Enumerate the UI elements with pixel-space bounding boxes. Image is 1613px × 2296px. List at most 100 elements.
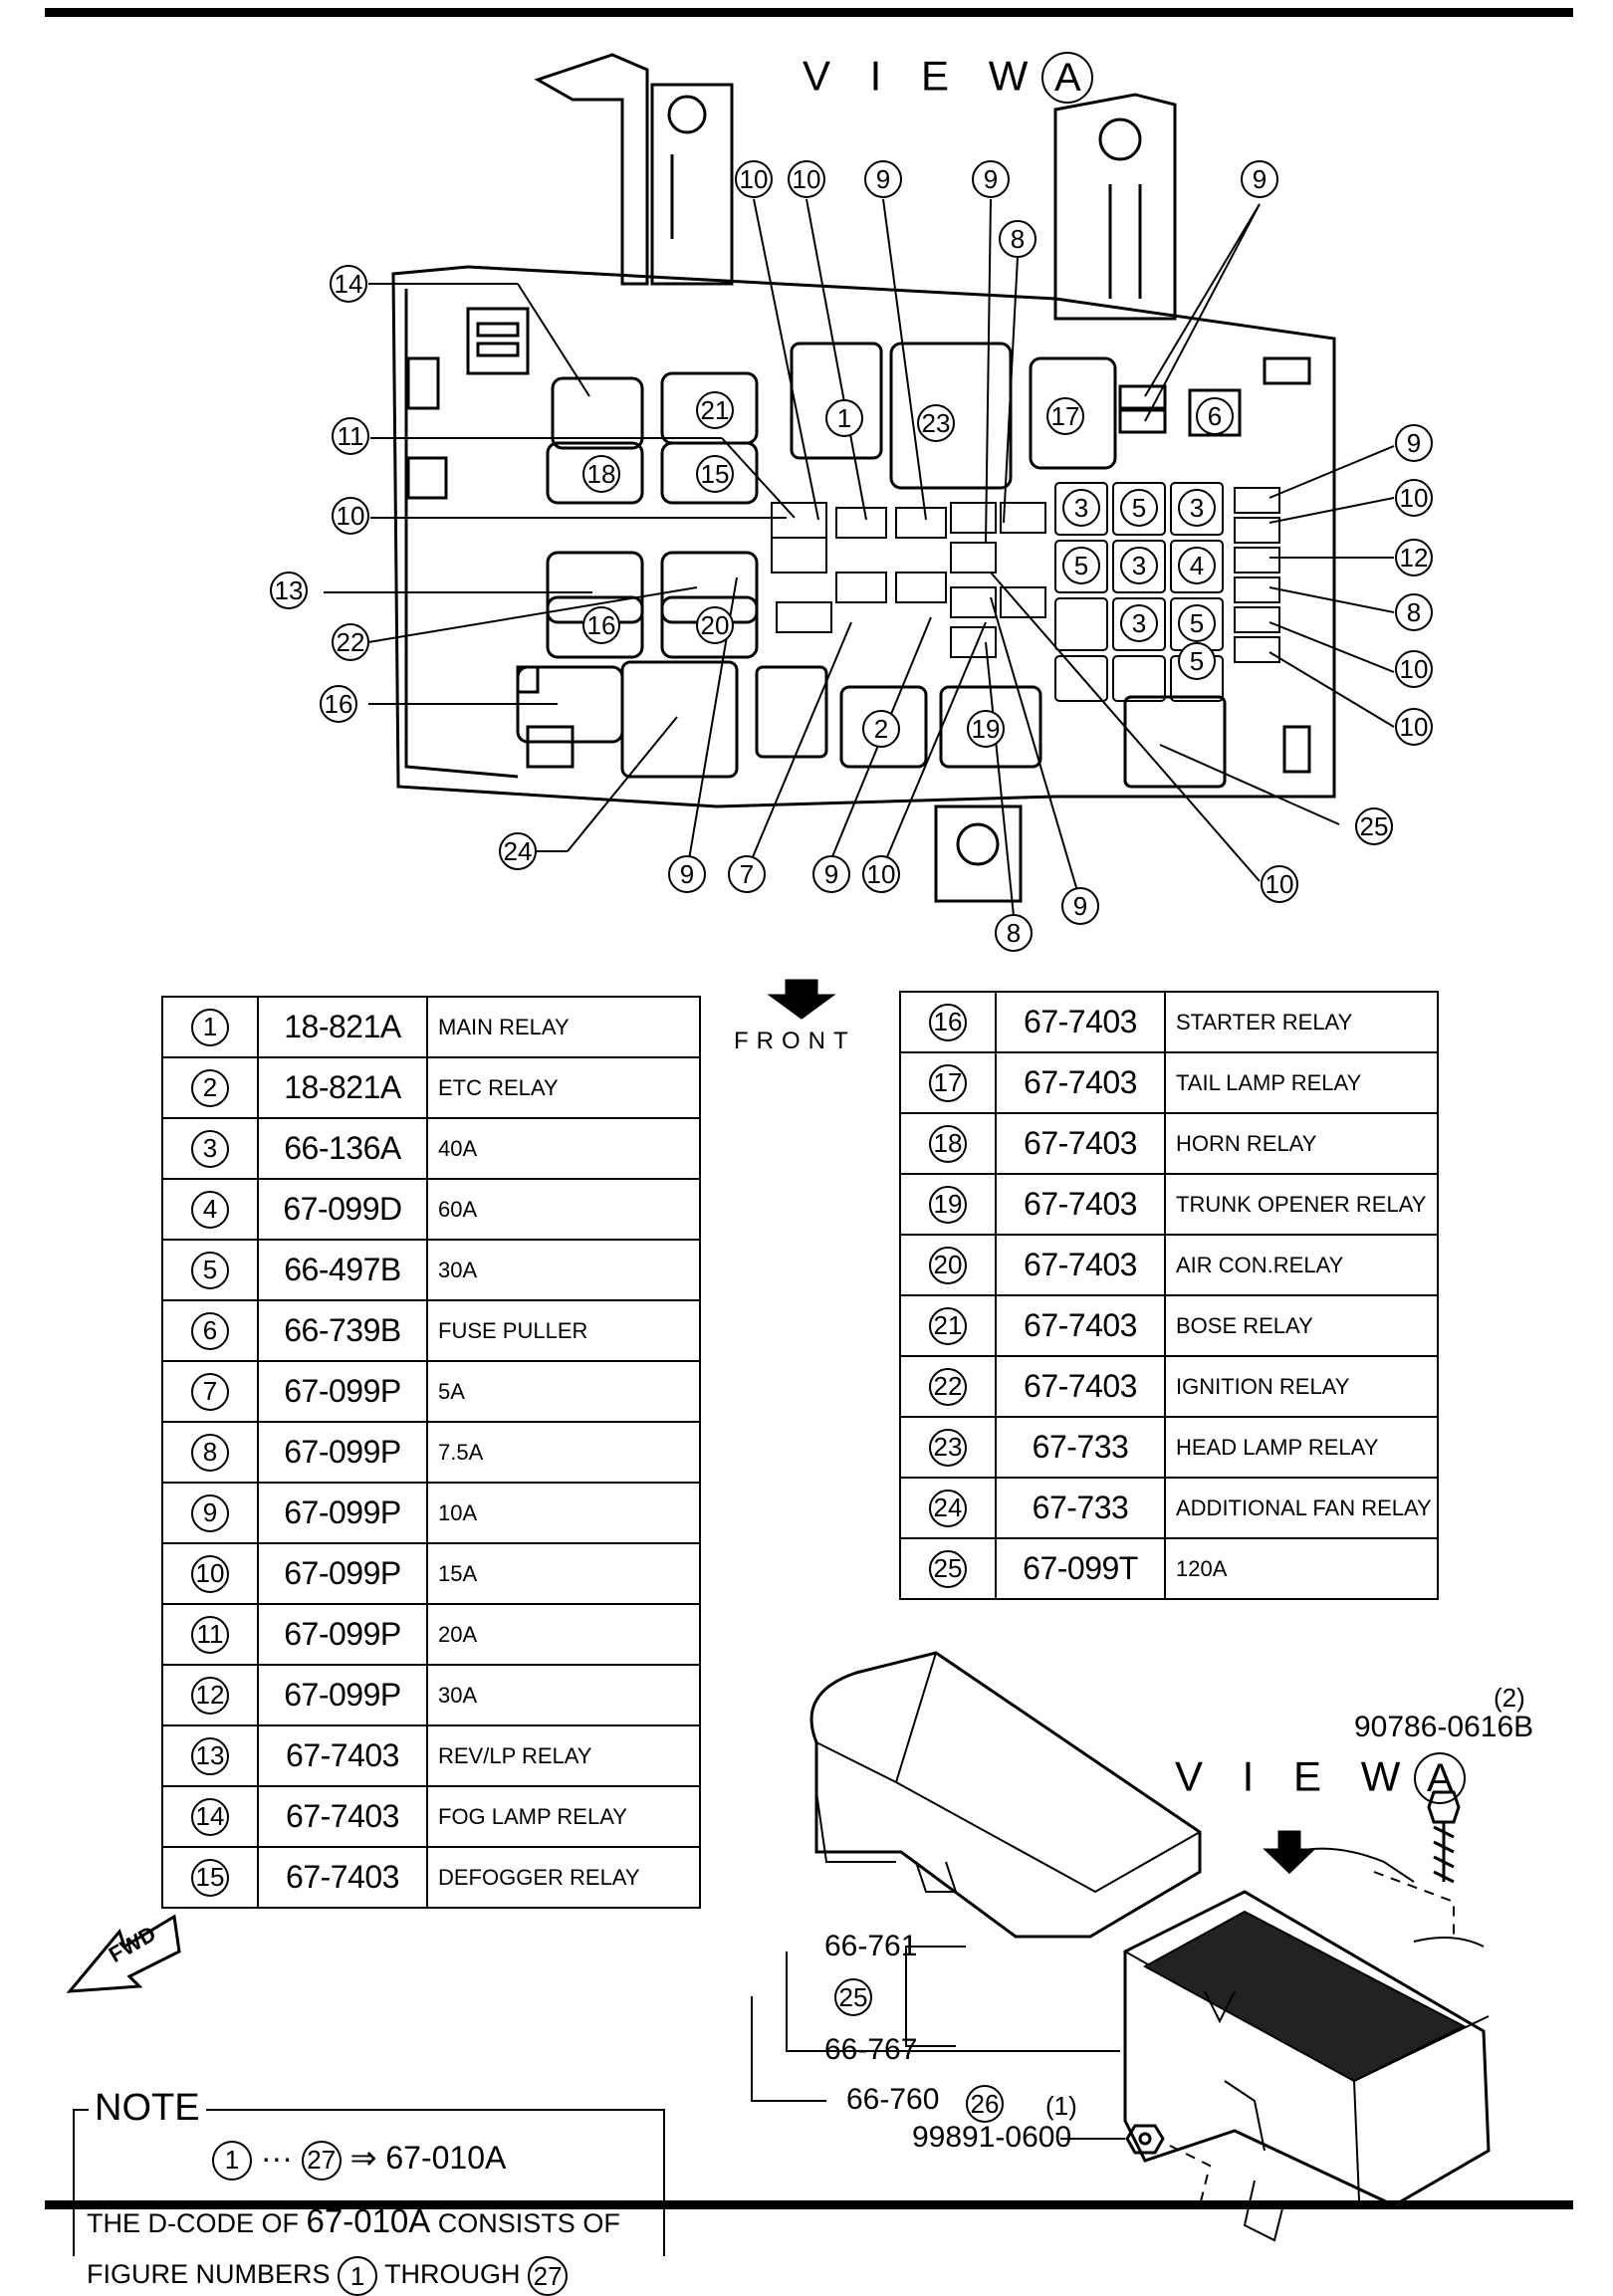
callout-marker: 19 bbox=[967, 710, 1005, 748]
part-code-cell: 67-7403 bbox=[257, 1846, 428, 1909]
callout-marker: 9 bbox=[864, 160, 902, 198]
callout-marker: 3 bbox=[1062, 489, 1100, 527]
callout-marker: 12 bbox=[1395, 539, 1433, 576]
relay-socket-15 bbox=[660, 441, 759, 505]
note-box: NOTE 1 ··· 27 ⇒ 67-010A THE D-CODE OF 67… bbox=[73, 2087, 665, 2296]
fuse-socket-25 bbox=[1123, 695, 1227, 789]
small-relay-a bbox=[1118, 384, 1167, 410]
fuse-block-housing bbox=[391, 265, 1336, 808]
leader-lines bbox=[324, 198, 1395, 917]
part-desc-cell: 7.5A bbox=[426, 1421, 701, 1484]
top-border-rule bbox=[45, 8, 1573, 17]
note-line-2: THE D-CODE OF 67-010A CONSISTS OF bbox=[87, 2202, 620, 2239]
callout-marker: 17 bbox=[1046, 397, 1084, 435]
nut-part-code: 99891-0600 bbox=[912, 2121, 1072, 2154]
part-number-cell: 2 bbox=[161, 1056, 259, 1119]
part-number-cell: 1 bbox=[161, 996, 259, 1058]
part-code-cell: 67-099P bbox=[257, 1360, 428, 1423]
part-code-cell: 67-7403 bbox=[995, 1294, 1166, 1357]
part-code-cell: 67-7403 bbox=[995, 1051, 1166, 1114]
part-desc-cell: ETC RELAY bbox=[426, 1056, 701, 1119]
relay-socket-14 bbox=[551, 376, 644, 450]
part-desc-cell: 120A bbox=[1164, 1537, 1439, 1600]
callout-marker: 22 bbox=[332, 623, 369, 661]
part-desc-cell: HORN RELAY bbox=[1164, 1112, 1439, 1175]
part-number-cell: 6 bbox=[161, 1299, 259, 1362]
part-desc-cell: 10A bbox=[426, 1482, 701, 1544]
callout-marker: 10 bbox=[1261, 865, 1298, 903]
callout-marker: 3 bbox=[1120, 547, 1158, 584]
part-desc-cell: FOG LAMP RELAY bbox=[426, 1785, 701, 1848]
relay-socket-23 bbox=[889, 342, 1013, 490]
note-range-line: 1 ··· 27 ⇒ 67-010A bbox=[212, 2139, 506, 2181]
box-part-code: 66-760 bbox=[846, 2083, 940, 2116]
wire-harness-a bbox=[1293, 1847, 1415, 1883]
part-code-cell: 67-7403 bbox=[257, 1724, 428, 1787]
part-code-cell: 18-821A bbox=[257, 996, 428, 1058]
relay-socket-18 bbox=[546, 441, 644, 505]
part-number-cell: 25 bbox=[899, 1537, 997, 1600]
part-code-cell: 67-099P bbox=[257, 1421, 428, 1484]
bolt-qty: (2) bbox=[1494, 1683, 1525, 1713]
part-number-cell: 12 bbox=[161, 1664, 259, 1726]
part-code-cell: 67-099P bbox=[257, 1542, 428, 1605]
nut-99891-0600 bbox=[1125, 2124, 1165, 2155]
callout-marker: 25 bbox=[1355, 807, 1393, 845]
callout-marker: 20 bbox=[696, 606, 734, 644]
cover-latch bbox=[915, 1861, 958, 1893]
callout-marker: 9 bbox=[1061, 887, 1099, 925]
callout-marker: 5 bbox=[1120, 489, 1158, 527]
callout-marker: 2 bbox=[862, 710, 900, 748]
bracket-hole bbox=[667, 95, 707, 134]
callout-marker: 9 bbox=[972, 160, 1010, 198]
item-26-marker: 26 bbox=[966, 2085, 1004, 2123]
bottom-clip bbox=[526, 725, 575, 769]
right-fuse-column bbox=[1234, 487, 1280, 663]
part-code-cell: 67-7403 bbox=[995, 1173, 1166, 1236]
right-side-clip bbox=[1282, 725, 1311, 774]
part-code-cell: 67-099T bbox=[995, 1537, 1166, 1600]
relay-socket-7 bbox=[755, 665, 828, 759]
part-code-cell: 67-099P bbox=[257, 1482, 428, 1544]
part-number-cell: 3 bbox=[161, 1117, 259, 1180]
part-number-cell: 11 bbox=[161, 1603, 259, 1666]
callout-marker: 9 bbox=[1241, 160, 1278, 198]
callout-marker: 23 bbox=[917, 404, 955, 442]
part-number-cell: 5 bbox=[161, 1239, 259, 1301]
callout-marker: 10 bbox=[735, 160, 773, 198]
part-desc-cell: 30A bbox=[426, 1664, 701, 1726]
part-number-cell: 9 bbox=[161, 1482, 259, 1544]
relay-socket-24 bbox=[620, 660, 739, 779]
callout-marker: 10 bbox=[788, 160, 825, 198]
relay-socket-1 bbox=[790, 342, 883, 460]
callout-marker: 9 bbox=[668, 855, 706, 893]
connector-block bbox=[466, 307, 530, 375]
part-desc-cell: REV/LP RELAY bbox=[426, 1724, 701, 1787]
callout-marker: 10 bbox=[862, 855, 900, 893]
callout-marker: 4 bbox=[1178, 547, 1216, 584]
cover-66-761 bbox=[809, 1651, 1202, 1939]
view-a-text-lower: V I E W bbox=[1175, 1752, 1415, 1800]
left-bracket bbox=[534, 53, 649, 286]
callout-marker: 16 bbox=[582, 606, 620, 644]
part-number-cell: 4 bbox=[161, 1178, 259, 1241]
callout-marker: 1 bbox=[825, 399, 863, 437]
part-code-cell: 67-099P bbox=[257, 1603, 428, 1666]
callout-marker: 10 bbox=[1395, 650, 1433, 688]
callout-marker: 10 bbox=[332, 497, 369, 535]
